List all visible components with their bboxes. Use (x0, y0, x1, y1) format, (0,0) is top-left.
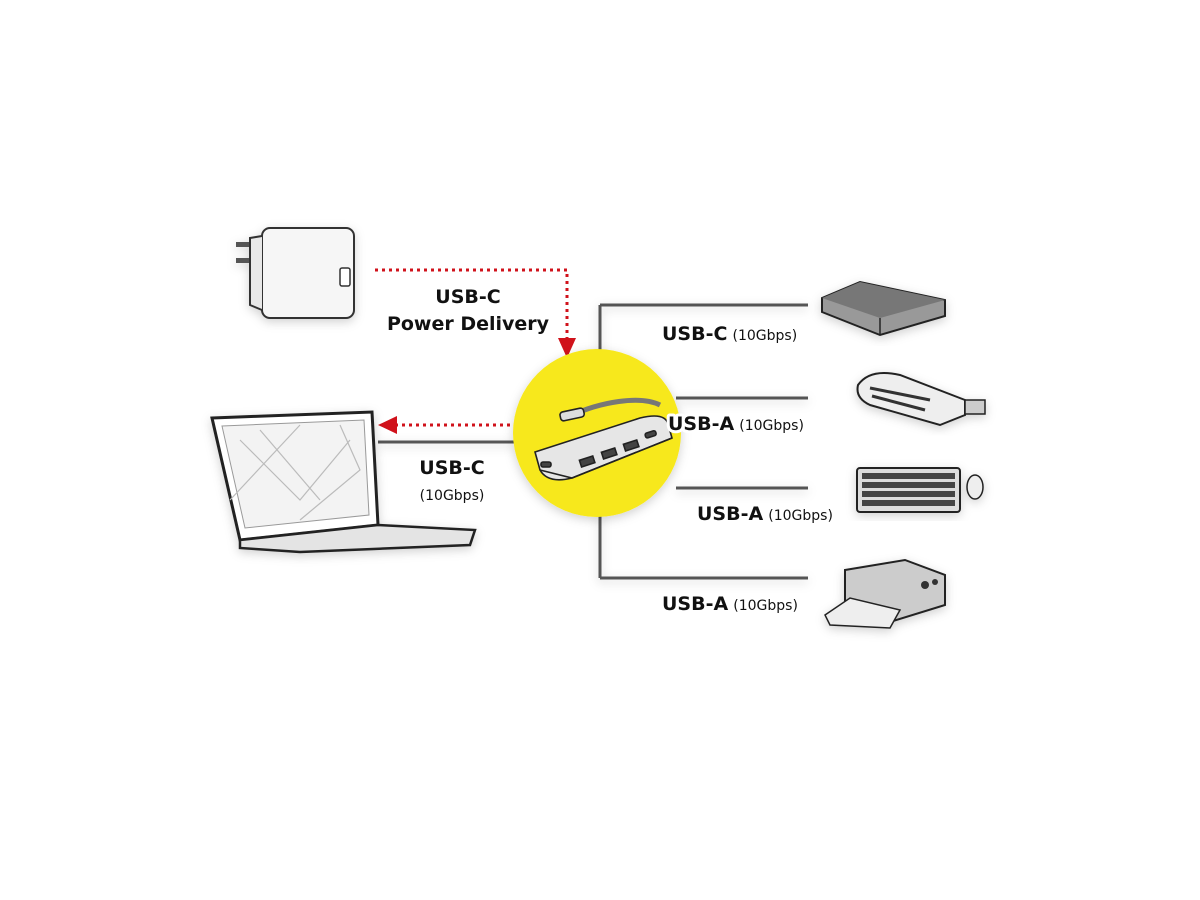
laptop-icon (210, 410, 477, 554)
port-label-2: USB-A (10Gbps) (668, 413, 804, 435)
host-label-type: USB-C (419, 457, 484, 479)
port-type: USB-C (662, 323, 727, 345)
power-arrow-line (375, 268, 569, 340)
usb-hub-icon (534, 397, 673, 481)
keyboard-and-mouse-icon (856, 467, 984, 513)
power-label-line2: Power Delivery (387, 313, 550, 335)
port-speed: (10Gbps) (739, 418, 804, 434)
port-label-1: USB-C (10Gbps) (662, 323, 797, 345)
external-hard-drive-icon (821, 280, 946, 337)
power-adapter-icon (236, 227, 355, 319)
port-type: USB-A (697, 503, 763, 525)
port-type: USB-A (662, 593, 728, 615)
port-speed: (10Gbps) (733, 328, 798, 344)
power-arrowhead-icon (558, 338, 576, 358)
power-label-line1: USB-C (435, 286, 500, 308)
card-reader-icon (856, 372, 986, 427)
port-label-3: USB-A (10Gbps) (697, 503, 833, 525)
host-label-speed: (10Gbps) (420, 488, 485, 504)
port-speed: (10Gbps) (733, 598, 798, 614)
host-arrowhead-icon (378, 416, 397, 434)
connection-lines (378, 303, 808, 580)
port-speed: (10Gbps) (768, 508, 833, 524)
printer-icon (824, 558, 946, 629)
port-label-4: USB-A (10Gbps) (662, 593, 798, 615)
port-type: USB-A (668, 413, 734, 435)
